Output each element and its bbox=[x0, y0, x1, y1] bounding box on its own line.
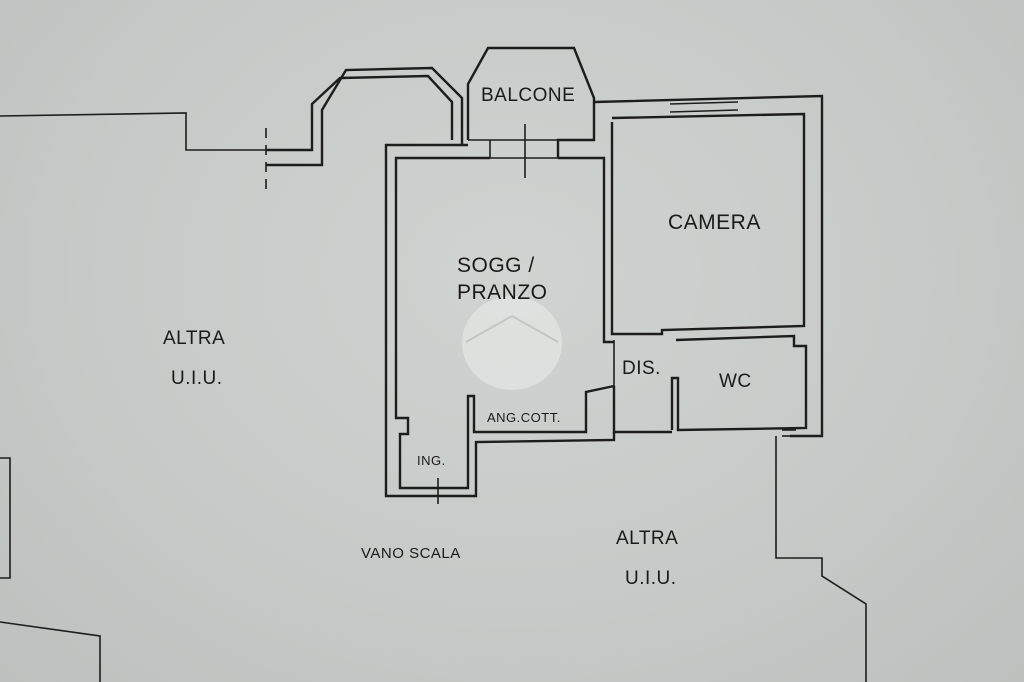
room-label-disimpegno: DIS. bbox=[622, 358, 661, 379]
bottom-left-fragment bbox=[0, 621, 101, 682]
wc-wall bbox=[670, 334, 808, 432]
bay-wall-outer bbox=[266, 66, 464, 167]
house-outline-icon bbox=[465, 314, 559, 343]
camera-left-wall bbox=[593, 94, 824, 438]
bottom-unit-label-2: U.I.U. bbox=[625, 568, 677, 589]
room-label-soggiorno-2: PRANZO bbox=[457, 281, 548, 304]
room-label-wc: WC bbox=[719, 371, 752, 392]
watermark-logo bbox=[462, 296, 562, 390]
left-fragment bbox=[0, 457, 11, 579]
bottom-unit-label-1: ALTRA bbox=[616, 528, 679, 549]
stairwell-label: VANO SCALA bbox=[361, 545, 461, 562]
camera-inner-wall bbox=[610, 112, 806, 336]
room-label-ingresso: ING. bbox=[417, 453, 446, 468]
room-label-camera: CAMERA bbox=[668, 211, 761, 234]
living-outer-wall bbox=[384, 143, 616, 498]
neighbor-boundary-top bbox=[0, 112, 266, 151]
camera-window-2 bbox=[669, 109, 739, 113]
living-right-wall bbox=[558, 156, 614, 344]
room-label-balcone: BALCONE bbox=[481, 85, 576, 106]
left-unit-label-2: U.I.U. bbox=[171, 368, 223, 389]
bay-wall-inner bbox=[266, 74, 454, 152]
building-boundary-right bbox=[775, 436, 867, 682]
camera-window bbox=[669, 101, 739, 105]
room-label-angolo-cottura: ANG.COTT. bbox=[487, 410, 561, 425]
dis-wall bbox=[612, 386, 672, 434]
room-label-soggiorno-1: SOGG / bbox=[457, 254, 535, 277]
left-unit-label-1: ALTRA bbox=[163, 328, 226, 349]
